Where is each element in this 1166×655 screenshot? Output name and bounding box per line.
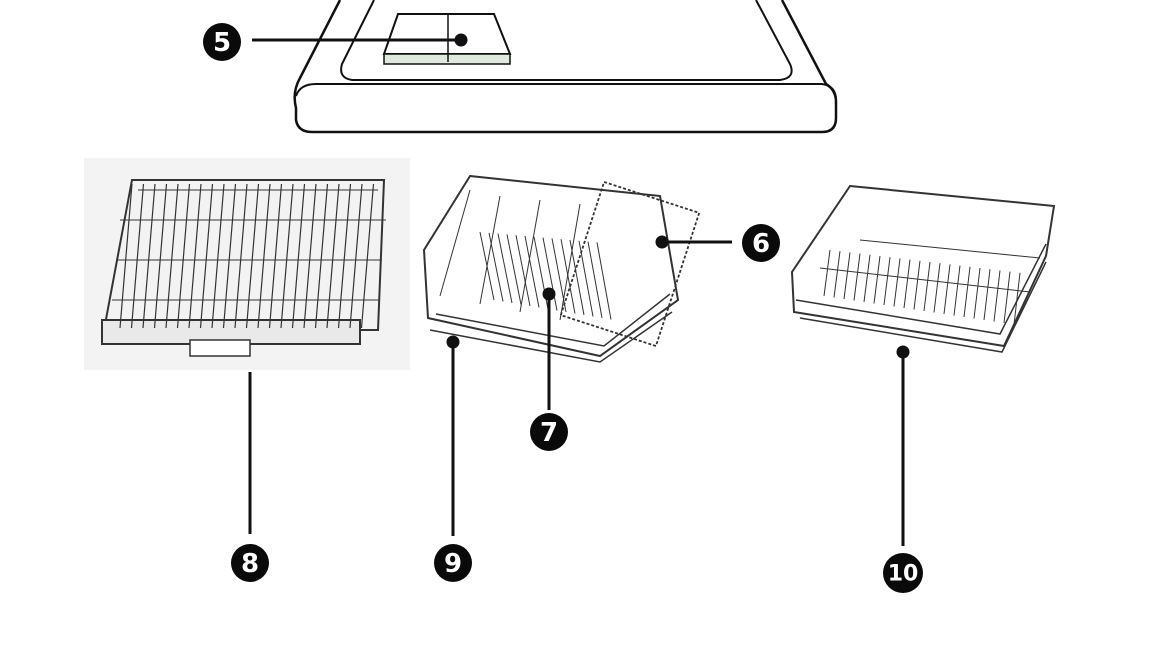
wire-line <box>913 260 921 310</box>
leader-lines <box>248 33 910 546</box>
wire-line <box>963 266 971 318</box>
wire-line <box>993 270 1001 322</box>
callout-6: 6 <box>742 224 780 262</box>
wire-line <box>188 183 202 329</box>
wire-line <box>257 183 271 329</box>
wire-line <box>515 235 531 307</box>
callout-7: 7 <box>530 413 568 451</box>
wire-line <box>587 241 603 319</box>
wire-line <box>119 183 133 329</box>
wire-line <box>176 183 191 329</box>
callout-8: 8 <box>231 544 269 582</box>
wire-line <box>823 249 831 297</box>
wire-line <box>142 183 156 329</box>
wire-line <box>303 183 317 329</box>
cutlery-tray <box>84 158 410 370</box>
wire-line <box>326 183 340 329</box>
wire-line <box>983 269 991 321</box>
wire-line <box>199 183 214 329</box>
wire-line <box>349 183 363 329</box>
door-panel <box>293 0 838 134</box>
wire-line <box>843 252 851 300</box>
wire-line <box>337 183 352 329</box>
callout-10-label: 10 <box>888 562 919 587</box>
wire-line <box>953 265 961 316</box>
wire-line <box>560 239 576 314</box>
wire-line <box>280 183 294 329</box>
wire-line <box>314 183 329 329</box>
upper-basket <box>422 174 701 363</box>
wire-line <box>883 257 891 306</box>
wire-line <box>973 267 981 319</box>
wire-line <box>524 235 540 308</box>
wire-line <box>569 239 585 316</box>
wire-line <box>833 251 841 298</box>
callout-6-label: 6 <box>752 229 770 259</box>
wire-line <box>903 259 911 309</box>
wire-line <box>1013 272 1021 325</box>
wire-line <box>268 183 283 329</box>
wire-line <box>479 231 495 301</box>
wire-line <box>542 237 558 311</box>
wire-line <box>360 183 375 329</box>
wire-line <box>130 183 145 329</box>
callout-7-label: 7 <box>540 418 558 448</box>
callout-10: 10 <box>883 553 923 593</box>
wire-line <box>153 183 168 329</box>
wire-line <box>222 183 237 329</box>
callout-9: 9 <box>434 544 472 582</box>
callout-9-label: 9 <box>444 549 462 579</box>
wire-line <box>893 258 901 307</box>
wire-line <box>211 183 225 329</box>
wire-line <box>551 238 567 313</box>
lower-basket <box>790 184 1056 353</box>
wire-line <box>234 183 248 329</box>
wire-line <box>488 232 504 302</box>
wire-line <box>933 263 941 313</box>
wire-line <box>873 255 881 304</box>
wire-line <box>506 234 522 305</box>
wire-line <box>943 264 951 315</box>
wire-line <box>165 183 179 329</box>
callout-5-label: 5 <box>213 28 231 58</box>
wire-line <box>497 233 513 304</box>
callout-5: 5 <box>203 23 241 61</box>
wire-line <box>596 242 612 320</box>
wire-line <box>863 254 871 303</box>
wire-line <box>923 261 931 312</box>
wire-line <box>245 183 260 329</box>
callout-8-label: 8 <box>241 549 259 579</box>
wire-line <box>1003 271 1011 324</box>
wire-line <box>853 253 861 301</box>
wire-line <box>291 183 306 329</box>
